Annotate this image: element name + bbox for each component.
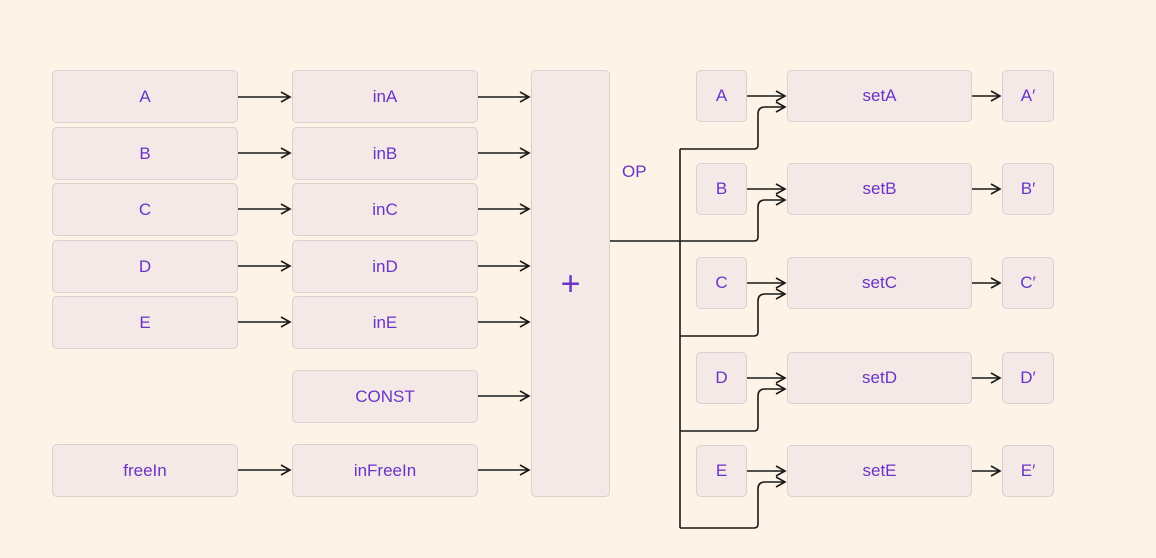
port-const: CONST	[292, 370, 478, 423]
out-e: E′	[1002, 445, 1054, 497]
out-b: B′	[1002, 163, 1054, 215]
port-ind: inD	[292, 240, 478, 293]
src-e: E	[696, 445, 747, 497]
port-inc: inC	[292, 183, 478, 236]
input-d: D	[52, 240, 238, 293]
set-a: setA	[787, 70, 972, 122]
input-a: A	[52, 70, 238, 123]
src-c: C	[696, 257, 747, 309]
set-b: setB	[787, 163, 972, 215]
port-ina: inA	[292, 70, 478, 123]
op-label: OP	[622, 162, 647, 181]
port-ine: inE	[292, 296, 478, 349]
src-a: A	[696, 70, 747, 122]
input-freein: freeIn	[52, 444, 238, 497]
out-d: D′	[1002, 352, 1054, 404]
port-infreein: inFreeIn	[292, 444, 478, 497]
op-block: +	[531, 70, 610, 497]
bus-tap-setb	[680, 194, 787, 242]
set-c: setC	[787, 257, 972, 309]
set-d: setD	[787, 352, 972, 404]
port-inb: inB	[292, 127, 478, 180]
bus-tap-sete	[680, 476, 787, 529]
src-b: B	[696, 163, 747, 215]
input-b: B	[52, 127, 238, 180]
input-e: E	[52, 296, 238, 349]
bus-tap-setc	[680, 288, 787, 337]
out-a: A′	[1002, 70, 1054, 122]
out-c: C′	[1002, 257, 1054, 309]
bus-tap-seta	[680, 101, 787, 150]
src-d: D	[696, 352, 747, 404]
bus-tap-setd	[680, 383, 787, 432]
set-e: setE	[787, 445, 972, 497]
input-c: C	[52, 183, 238, 236]
